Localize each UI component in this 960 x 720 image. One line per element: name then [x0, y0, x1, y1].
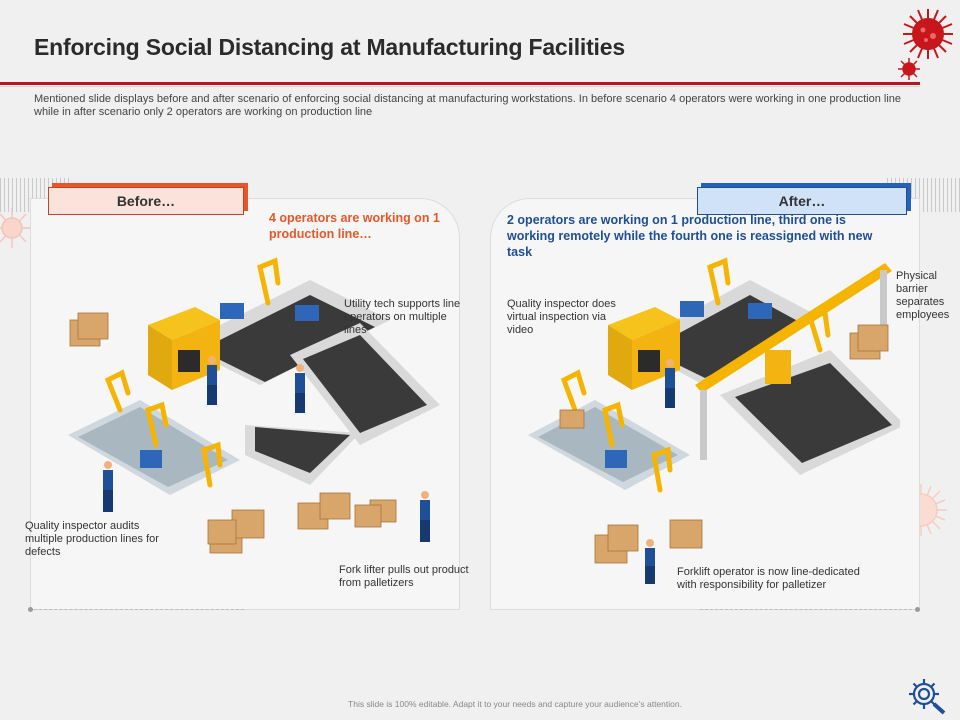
virus-icon — [903, 9, 953, 59]
after-headline: 2 operators are working on 1 production … — [507, 213, 873, 259]
before-quality-note: Quality inspector audits multiple produc… — [25, 520, 159, 558]
title-underline-shadow — [0, 86, 920, 87]
before-tab-label: Before… — [116, 193, 176, 209]
before-headline: 4 operators are working on 1 production … — [269, 211, 440, 241]
page-title: Enforcing Social Distancing at Manufactu… — [34, 34, 625, 60]
divider-line — [700, 609, 912, 610]
divider-dot — [28, 607, 33, 612]
footer-note: This slide is 100% editable. Adapt it to… — [348, 699, 682, 709]
before-utility-note: Utility tech supports line operators on … — [344, 298, 461, 336]
after-tab: After… — [697, 187, 907, 215]
after-quality-note: Quality inspector does virtual inspectio… — [507, 298, 616, 336]
before-production-line-illustration — [68, 257, 440, 554]
divider-line — [34, 609, 244, 610]
title-underline — [0, 82, 920, 85]
after-production-line-illustration — [528, 257, 900, 584]
gear-search-icon — [909, 679, 946, 715]
after-tab-label: After… — [778, 193, 826, 209]
before-tab: Before… — [48, 187, 244, 215]
virus-icon — [0, 208, 32, 248]
before-forklift-note: Fork lifter pulls out product from palle… — [339, 564, 469, 589]
divider-dot — [915, 607, 920, 612]
slide-description: Mentioned slide displays before and afte… — [34, 93, 902, 118]
after-forklift-note: Forklift operator is now line-dedicated … — [677, 566, 860, 591]
virus-icon — [898, 58, 920, 80]
after-barrier-note: Physical barrier separates employees — [896, 270, 950, 321]
